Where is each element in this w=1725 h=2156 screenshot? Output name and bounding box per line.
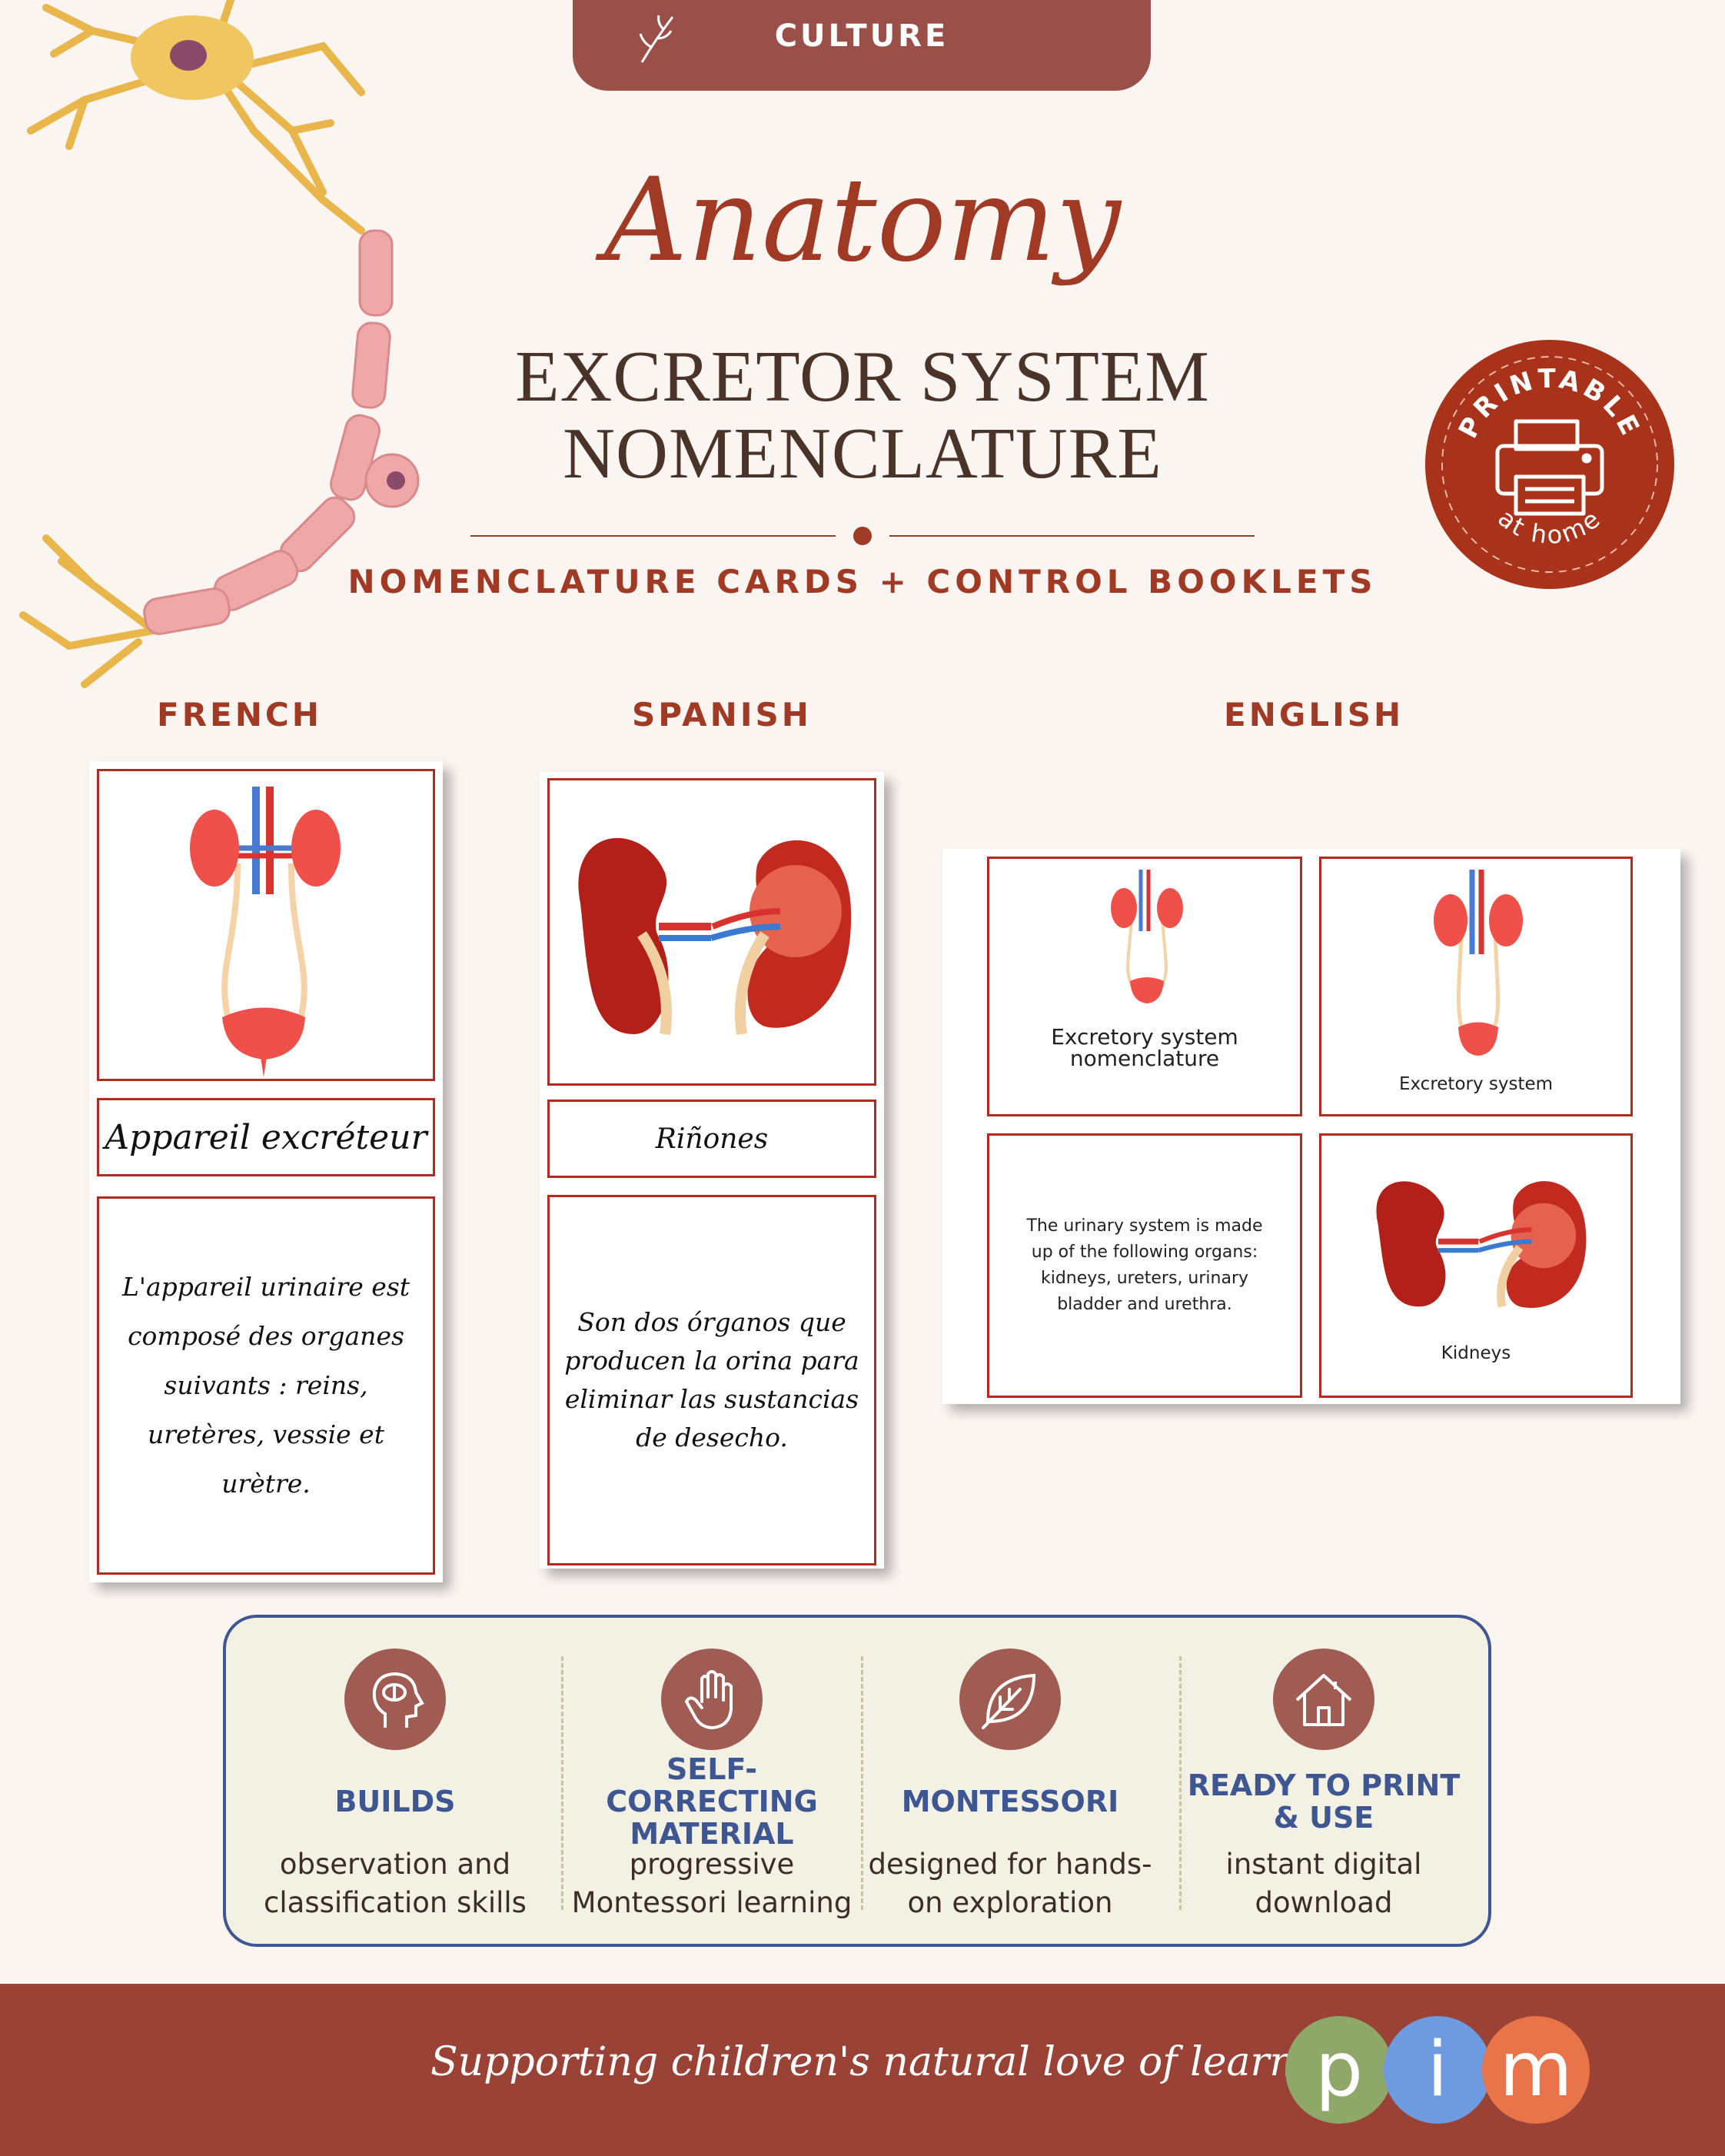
neuron-illustration [19, 0, 420, 688]
leaf-icon [959, 1649, 1061, 1750]
feature-ready-to-print: READY TO PRINT & USE instant digital dow… [1178, 1618, 1470, 1922]
feature-desc: designed for hands-on exploration [868, 1848, 1152, 1919]
spanish-picture-card [547, 778, 876, 1086]
spanish-definition-text: Son dos órganos que producen la orina pa… [564, 1307, 859, 1452]
spanish-definition-card: Son dos órganos que producen la orina pa… [547, 1195, 876, 1565]
lang-spanish: SPANISH [632, 696, 812, 734]
feature-desc: progressive Montessori learning [571, 1848, 853, 1919]
english-kidneys-label: Kidneys [1441, 1343, 1511, 1363]
spanish-label-text: Riñones [655, 1123, 769, 1155]
printable-badge: PRINTABLE at home [1424, 338, 1676, 591]
french-label-text: Appareil excréteur [105, 1117, 427, 1157]
feature-divider [561, 1656, 563, 1910]
english-picture-card: Excretory system [1319, 857, 1633, 1116]
printer-icon [1495, 419, 1604, 516]
french-definition-card: L'appareil urinaire est composé des orga… [97, 1196, 435, 1575]
logo-letter-p: p [1285, 2016, 1393, 2124]
feature-divider [861, 1656, 863, 1910]
feature-self-correcting: SELF-CORRECTING MATERIAL progressive Mon… [566, 1618, 858, 1922]
feature-title: READY TO PRINT & USE [1187, 1768, 1461, 1835]
urinary-system-picture-2 [1434, 870, 1523, 1056]
french-definition-text: L'appareil urinaire est composé des orga… [121, 1272, 410, 1499]
urinary-system-picture [190, 787, 341, 1077]
title-divider [470, 527, 1255, 545]
french-picture-card [97, 769, 435, 1081]
anatomy-script-title: Anatomy [604, 154, 1121, 288]
title-line-2: NOMENCLATURE [563, 414, 1162, 494]
logo-letter-i: i [1384, 2016, 1491, 2124]
feature-divider [1179, 1656, 1182, 1910]
feature-montessori: MONTESSORI designed for hands-on explora… [864, 1618, 1156, 1922]
house-icon [1273, 1649, 1374, 1750]
page-title: EXCRETOR SYSTEM NOMENCLATURE [0, 338, 1725, 492]
brain-head-icon [344, 1649, 446, 1750]
culture-tab: CULTURE [573, 0, 1151, 91]
spanish-label-card: Riñones [547, 1100, 876, 1178]
english-title-card: Excretory system nomenclature [987, 857, 1302, 1116]
subtitle: NOMENCLATURE CARDS + CONTROL BOOKLETS [347, 563, 1378, 601]
title-line-1: EXCRETOR SYSTEM [515, 337, 1210, 417]
lang-english: ENGLISH [1224, 696, 1404, 734]
features-panel: BUILDS observation and classification sk… [223, 1615, 1491, 1947]
sprig-icon [639, 15, 674, 63]
english-picture-label: Excretory system [1398, 1074, 1554, 1094]
feature-desc: observation and classification skills [264, 1848, 527, 1919]
footer: Supporting children's natural love of le… [0, 1984, 1725, 2156]
feature-builds: BUILDS observation and classification sk… [249, 1618, 541, 1922]
lang-french: FRENCH [157, 696, 322, 734]
hand-icon [661, 1649, 763, 1750]
feature-title: BUILDS [334, 1785, 456, 1818]
culture-label: CULTURE [774, 18, 949, 54]
english-kidneys-card: Kidneys [1319, 1133, 1633, 1398]
logo-letter-m: m [1482, 2016, 1590, 2124]
english-definition-text: The urinary system is made up of the fol… [1026, 1216, 1263, 1314]
english-title-text: Excretory system nomenclature [1051, 1024, 1238, 1071]
kidneys-picture [578, 837, 852, 1035]
footer-tagline: Supporting children's natural love of le… [430, 2039, 1360, 2085]
feature-desc: instant digital download [1225, 1848, 1422, 1919]
english-definition-card: The urinary system is made up of the fol… [987, 1133, 1302, 1398]
kidneys-small-picture [1376, 1181, 1587, 1309]
urinary-system-small-picture [1111, 870, 1183, 1003]
french-label-card: Appareil excréteur [97, 1098, 435, 1176]
feature-title: MONTESSORI [901, 1785, 1119, 1818]
feature-title: SELF-CORRECTING MATERIAL [606, 1752, 818, 1851]
